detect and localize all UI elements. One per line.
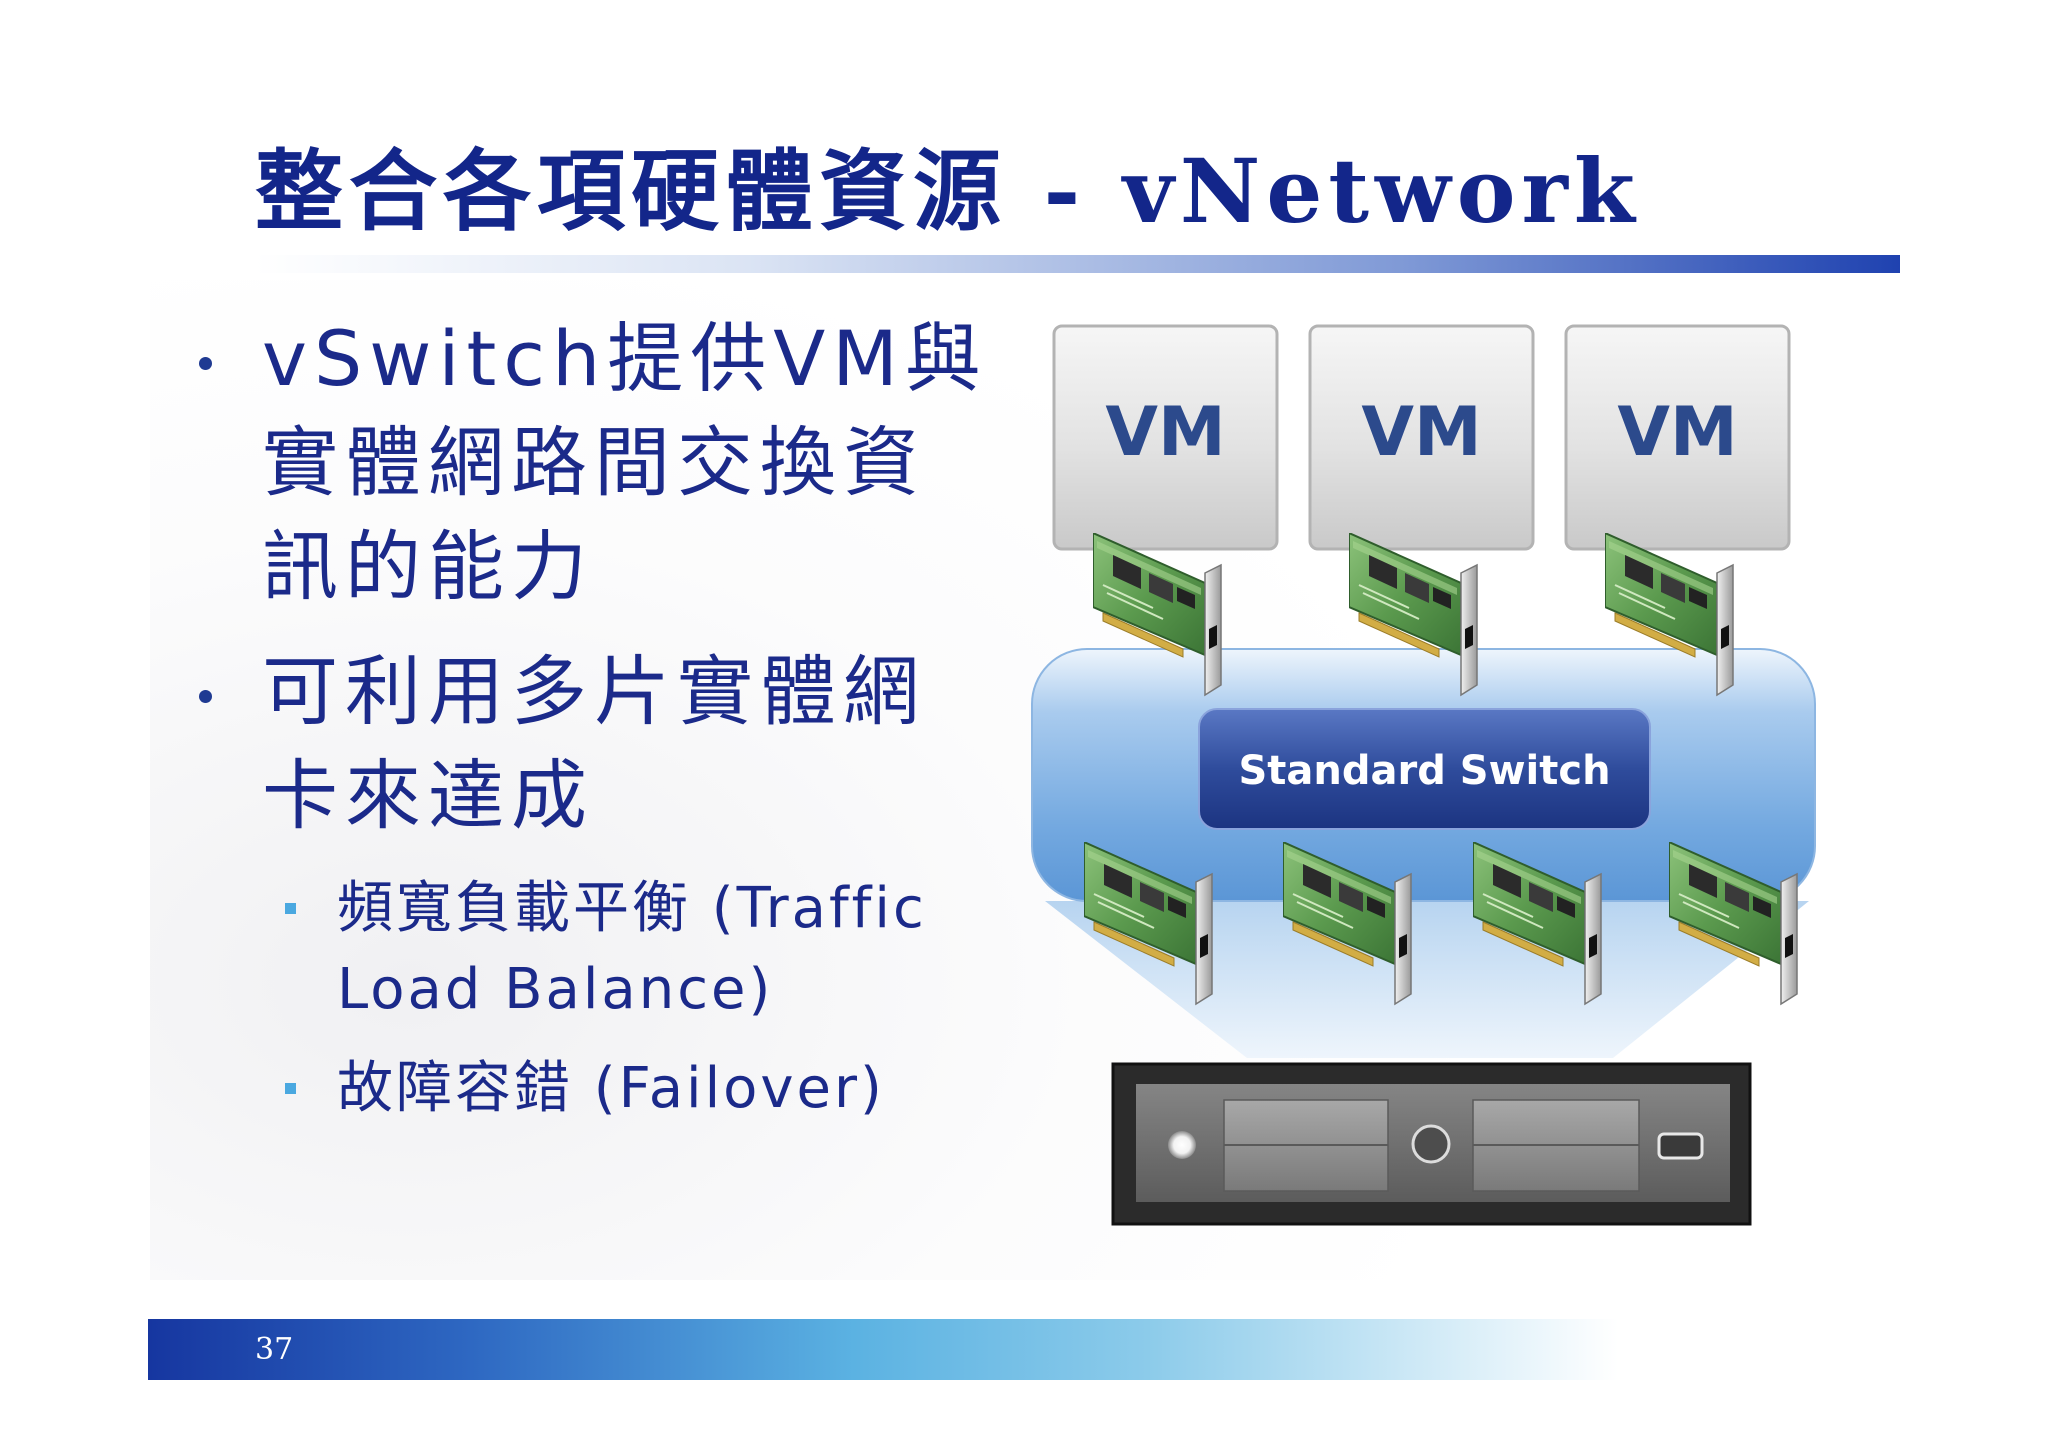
vm-box-1 <box>1052 324 1279 551</box>
sub-bullet-1-line-1: 頻寬負載平衡 (Traffic <box>337 876 927 941</box>
bullet-1-text: vSwitch提供VM與 實體網路間交換資 訊的能力 <box>262 307 988 619</box>
vswitch-diagram: VM VM VM Standard Switch <box>1031 324 1816 1226</box>
vm-label-1: VM <box>1105 393 1225 472</box>
vm-box-2 <box>1308 324 1535 551</box>
bullet-2-line-1: 可利用多片實體網 <box>262 647 926 736</box>
standard-switch-label: Standard Switch <box>1238 748 1610 794</box>
sub-bullet-2-line-1: 故障容錯 (Failover) <box>337 1056 885 1121</box>
bullet-marker <box>199 690 212 703</box>
bullet-2-text: 可利用多片實體網 卡來達成 <box>262 640 926 848</box>
sub-bullet-1-line-2: Load Balance) <box>337 957 774 1022</box>
bullet-1-line-2: 實體網路間交換資 <box>262 418 926 507</box>
footer-bar <box>148 1319 1618 1380</box>
standard-switch-box <box>1198 708 1651 830</box>
usb-port-icon <box>1657 1132 1704 1160</box>
bullet-2-line-2: 卡來達成 <box>262 751 594 840</box>
slide-title: 整合各項硬體資源 - vNetwork <box>255 139 1641 243</box>
bullet-1-line-1: vSwitch提供VM與 <box>262 314 988 403</box>
title-underline-bar <box>255 255 1900 273</box>
power-button-icon <box>1411 1124 1451 1164</box>
bullet-marker <box>199 357 212 370</box>
server-led-icon <box>1168 1131 1196 1159</box>
sub-bullet-2-text: 故障容錯 (Failover) <box>337 1048 885 1129</box>
vm-box-3 <box>1564 324 1791 551</box>
sub-bullet-1-text: 頻寬負載平衡 (Traffic Load Balance) <box>337 868 927 1030</box>
sub-bullet-marker <box>285 1083 296 1094</box>
vm-label-2: VM <box>1361 393 1481 472</box>
uplink-funnel <box>1045 901 1809 1058</box>
server-icon <box>1111 1062 1752 1226</box>
vm-label-3: VM <box>1617 393 1737 472</box>
sub-bullet-marker <box>285 903 296 914</box>
page-number: 37 <box>255 1332 294 1367</box>
bullet-1-line-3: 訊的能力 <box>262 522 594 611</box>
